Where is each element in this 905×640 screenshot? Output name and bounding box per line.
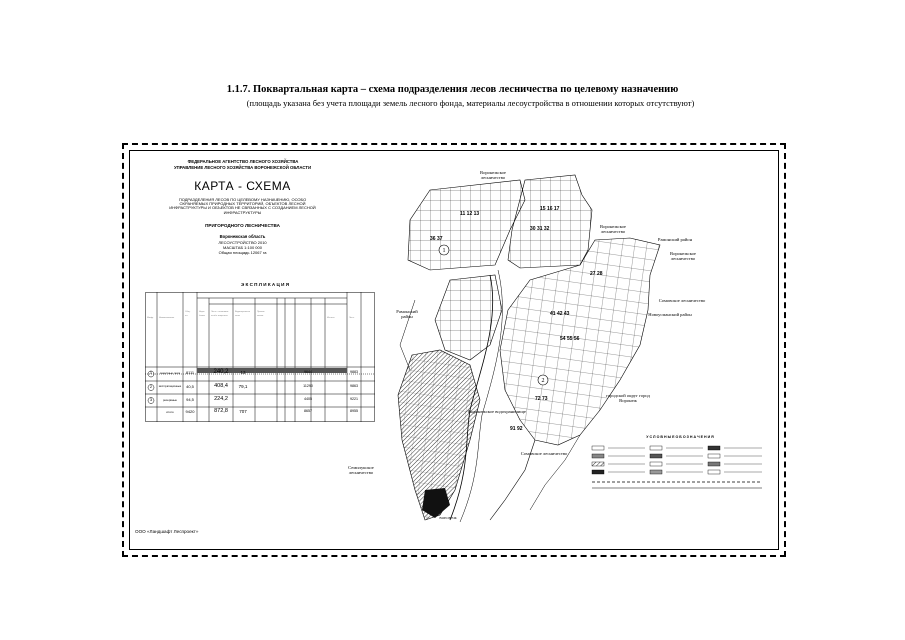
svg-text:15 16 17: 15 16 17 [540, 206, 560, 212]
svg-text:72 73: 72 73 [535, 396, 548, 402]
label-semiluki: Семилукское лесничество [348, 465, 374, 475]
svg-text:36 37: 36 37 [430, 236, 443, 242]
forestry-name: ПРИГОРОДНОГО ЛЕСНИЧЕСТВА [205, 223, 280, 228]
svg-text:Общ.: Общ. [185, 311, 191, 313]
map-outer-frame [122, 143, 786, 557]
reservoir [449, 274, 494, 521]
svg-text:Прочие: Прочие [257, 311, 265, 313]
svg-text:91 92: 91 92 [510, 426, 523, 432]
expl-row4-c: 8657 [304, 409, 312, 413]
label-somovo-east: Сомовское лесничество [658, 298, 706, 303]
region-name: Воронежская область [219, 234, 266, 239]
expl-row3-total: 94,5 [186, 397, 194, 402]
svg-text:Наименование: Наименование [159, 317, 175, 319]
expl-row1-b: 13 [240, 370, 246, 375]
label-somovo-south: Сомовское лесничество [520, 451, 568, 456]
svg-text:27 28: 27 28 [590, 271, 603, 277]
expl-row2-total: 40,5 [186, 384, 194, 389]
expl-row4-name: итого [166, 410, 174, 414]
total-area: Общая площадь 12067 га [218, 250, 267, 255]
svg-text:54 55 56: 54 55 56 [560, 336, 580, 342]
svg-text:Нера-: Нера- [199, 311, 205, 313]
explication-table: Общ. пл. Нера-бочие Леса с наличием особо … [145, 292, 375, 422]
document-title: 1.1.7. Поквартальная карта – схема подра… [226, 84, 679, 95]
label-voronezh-north: Воронежское лесничество [480, 170, 506, 180]
expl-row3-mark: 3 [149, 397, 153, 402]
svg-text:41 42 43: 41 42 43 [550, 311, 570, 317]
expl-row2-b: 79,1 [238, 384, 248, 389]
expl-row3-a: 224,2 [214, 396, 228, 402]
expl-row2-c: 11290 [303, 384, 313, 388]
label-ramon-rayon-west: Рамонский район [396, 309, 418, 319]
expl-row2-a: 408,4 [214, 383, 228, 389]
expl-row3-name: резервные [162, 398, 177, 402]
svg-text:Водоохранные: Водоохранные [235, 311, 251, 313]
expl-row1-a: 240,2 [213, 369, 229, 375]
expl-row1-name: защитные леса [159, 371, 180, 375]
scheme-description: ПОДРАЗДЕЛЕНИЯ ЛЕСОВ ПО ЦЕЛЕВОМУ НАЗНАЧЕН… [169, 197, 316, 215]
svg-text:Лесн.: Лесн. [349, 317, 355, 319]
label-voronezh-obl: Воронежское лесничество [670, 251, 696, 261]
zone-mark-2: 2 [542, 378, 545, 384]
expl-row4-a: 872,8 [214, 408, 228, 414]
label-city-district: городской округ город Воронеж [606, 393, 650, 403]
svg-text:зоны: зоны [235, 315, 240, 317]
zone-mark-1: 1 [443, 248, 446, 254]
north-east-block [507, 174, 593, 269]
expl-row1-c: 9644 [304, 370, 312, 374]
explication-title: Э К С П Л И К А Ц И Я [240, 282, 290, 287]
expl-row1-d: 9883 [350, 370, 358, 374]
agency-line2: УПРАВЛЕНИЕ ЛЕСНОГО ХОЗЯЙСТВА ВОРОНЕЖСКОЙ… [173, 165, 312, 170]
forestry-map: 1 2 11 12 13 36 37 15 16 17 30 31 32 27 … [397, 174, 661, 523]
expl-row2-name: эксплуатационные [158, 385, 182, 388]
expl-row4-b: 707 [239, 409, 247, 414]
footer-organization: ООО «Ландшафт Леспроект» [135, 529, 199, 534]
svg-text:11 12 13: 11 12 13 [460, 211, 479, 217]
expl-row2-mark: 2 [149, 384, 153, 389]
north-west-block [407, 179, 526, 271]
expl-row2-d: 9863 [350, 384, 358, 388]
expl-row4-total: 9420 [185, 409, 195, 414]
label-voronezh-east: Воронежское лесничество [600, 224, 626, 234]
svg-text:30 31 32: 30 31 32 [530, 226, 550, 232]
svg-text:пл.: пл. [185, 315, 188, 317]
expl-row1-mark: 1 [149, 370, 153, 375]
survey-year: ЛЕСОУСТРОЙСТВО 2010 [218, 240, 267, 245]
expl-row3-c: 4405 [304, 397, 312, 401]
expl-row1-total: 8111 [185, 370, 195, 375]
svg-text:особо защитных: особо защитных [211, 315, 229, 317]
legend-title: У С Л О В Н Ы Е О Б О З Н А Ч Е Н И Я [646, 435, 714, 439]
expl-row4-d: 8955 [350, 409, 358, 413]
scheme-title: КАРТА - СХЕМА [194, 179, 291, 193]
label-ramon-rayon: Рамонский район [657, 237, 693, 242]
label-reservoir: Воронежское водохранилище [468, 409, 526, 414]
svg-text:бочие: бочие [199, 315, 206, 317]
svg-text:земли: земли [257, 315, 264, 317]
legend [591, 445, 762, 489]
svg-text:Шифр: Шифр [147, 316, 154, 319]
map-scale: МАСШТАБ 1:100 000 [223, 245, 262, 250]
label-city-bottom: ВОРОНЕЖ [439, 516, 457, 520]
expl-row3-d: 9221 [350, 397, 358, 401]
label-novousman-rayon: Новоусманский район [648, 312, 692, 317]
svg-text:Леса с наличием: Леса с наличием [211, 311, 229, 313]
document-subtitle: (площадь указана без учета площади земел… [246, 98, 695, 108]
middle-strip [434, 274, 503, 361]
svg-text:Исполь-: Исполь- [327, 317, 335, 319]
east-block [499, 237, 661, 446]
map-inner-frame [129, 150, 779, 550]
agency-line1: ФЕДЕРАЛЬНОЕ АГЕНТСТВО ЛЕСНОГО ХОЗЯЙСТВА [187, 159, 299, 164]
